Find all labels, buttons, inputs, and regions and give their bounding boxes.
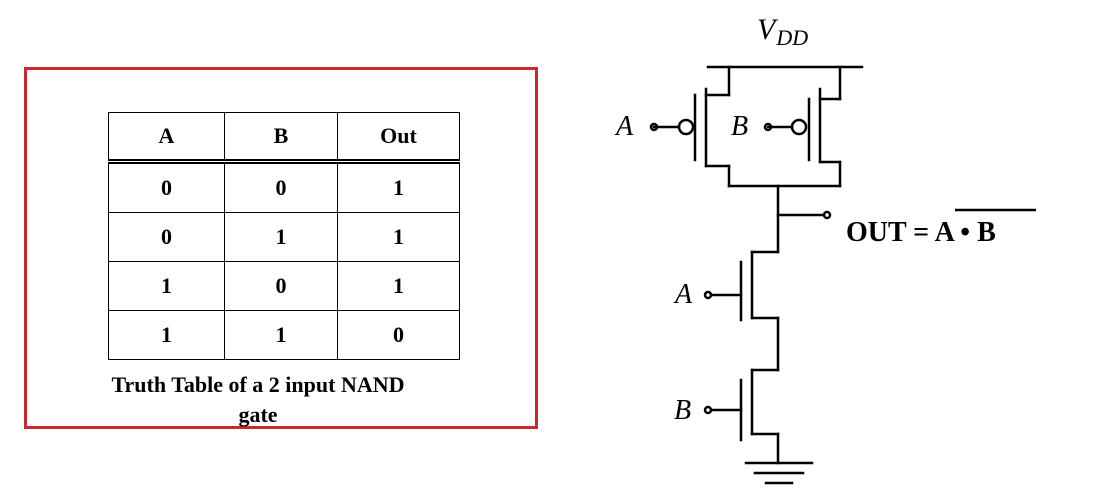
cell-out: 0: [337, 310, 460, 360]
cell-a: 1: [108, 261, 225, 311]
nmos-a: [703, 250, 780, 322]
caption-line-2: gate: [238, 402, 278, 427]
pmos-a: [649, 65, 731, 188]
pmos-b-label: B: [731, 111, 748, 142]
output-expression: A • B: [935, 217, 996, 248]
ground-icon: [744, 461, 814, 485]
header-b: B: [224, 112, 338, 164]
nmos-a-label: A: [673, 279, 693, 310]
cell-a: 1: [108, 310, 225, 360]
cell-b: 1: [224, 310, 338, 360]
nmos-b-label: B: [674, 395, 691, 426]
truth-table-panel: A B Out 0 0 1 0 1 1 1 0 1 1 1: [24, 67, 538, 429]
cell-a: 0: [108, 212, 225, 262]
cell-out: 1: [337, 261, 460, 311]
header-out: Out: [337, 112, 460, 164]
supply-label: VDD: [757, 13, 808, 50]
table-row: 1 1 0: [108, 310, 460, 360]
pmos-a-label: A: [614, 111, 634, 142]
table-row: 1 0 1: [108, 261, 460, 311]
output-terminal: [822, 210, 832, 220]
cell-b: 1: [224, 212, 338, 262]
nmos-b: [703, 368, 780, 442]
truth-table-caption: Truth Table of a 2 input NAND gate: [27, 370, 541, 430]
cell-out: 1: [337, 161, 460, 213]
pmos-b: [763, 65, 842, 188]
caption-line-1: Truth Table of a 2 input NAND: [111, 372, 405, 397]
cell-b: 0: [224, 261, 338, 311]
truth-table-header-row: A B Out: [108, 112, 460, 164]
header-a: A: [108, 112, 225, 164]
output-label: OUT = A • B: [846, 217, 996, 248]
truth-table: A B Out 0 0 1 0 1 1 1 0 1 1 1: [108, 112, 460, 360]
table-row: 0 1 1: [108, 212, 460, 262]
